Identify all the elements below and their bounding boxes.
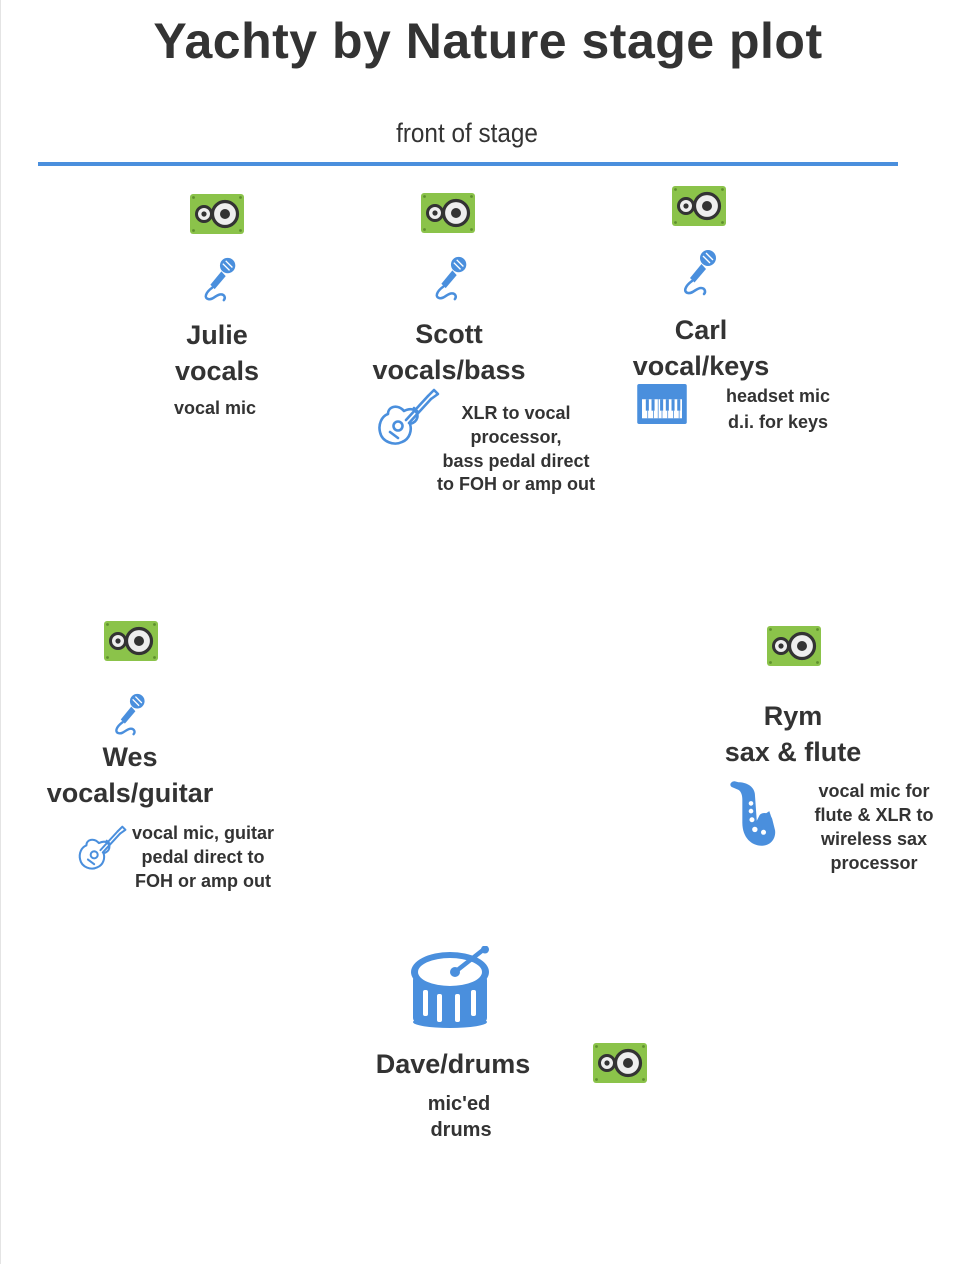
drum-icon [409,946,493,1030]
scott-note-line-1: XLR to vocal [461,403,571,423]
carl-name: Carl [674,315,728,345]
scott-name: Scott [415,319,483,349]
scott-role: vocals/bass [372,355,526,385]
julie-note: vocal mic [173,398,257,418]
wes-name: Wes [102,742,158,772]
julie-name: Julie [186,320,248,350]
rym-name: Rym [763,701,823,731]
wes-role: vocals/guitar [46,778,214,808]
wes-note-line-1: vocal mic, guitar [131,823,275,843]
stage-front-line [38,162,898,166]
page-title: Yachty by Nature stage plot [153,13,823,69]
microphone-icon [679,248,719,296]
monitor-icon [672,186,726,226]
microphone-icon [110,692,148,736]
wes-note-line-2: pedal direct to [141,847,265,867]
front-of-stage-label: front of stage [396,118,538,148]
saxophone-icon [725,778,777,850]
monitor-icon [104,621,158,661]
monitor-icon [767,626,821,666]
rym-note-line-3: wireless sax [820,829,928,849]
monitor-icon [593,1043,647,1083]
microphone-icon [199,256,239,302]
wes-note-line-3: FOH or amp out [135,871,271,891]
carl-note-line-2: d.i. for keys [727,412,829,432]
scott-note-line-4: to FOH or amp out [437,474,595,494]
dave-note-line-1: mic'ed [427,1093,491,1115]
dave-name: Dave/drums [375,1049,531,1079]
rym-note-line-1: vocal mic for [818,781,930,801]
carl-role: vocal/keys [632,351,770,381]
rym-role: sax & flute [724,737,862,767]
scott-note-line-3: bass pedal direct [442,451,590,471]
page-left-border [0,0,1,1264]
monitor-icon [421,193,475,233]
dave-note-line-2: drums [430,1119,492,1141]
julie-role: vocals [174,356,260,386]
rym-note-line-2: flute & XLR to [814,805,934,825]
monitor-icon [190,194,244,234]
scott-note-line-2: processor, [470,427,562,447]
carl-note-line-1: headset mic [725,386,831,406]
microphone-icon [430,255,470,301]
rym-note-line-4: processor [830,853,918,873]
